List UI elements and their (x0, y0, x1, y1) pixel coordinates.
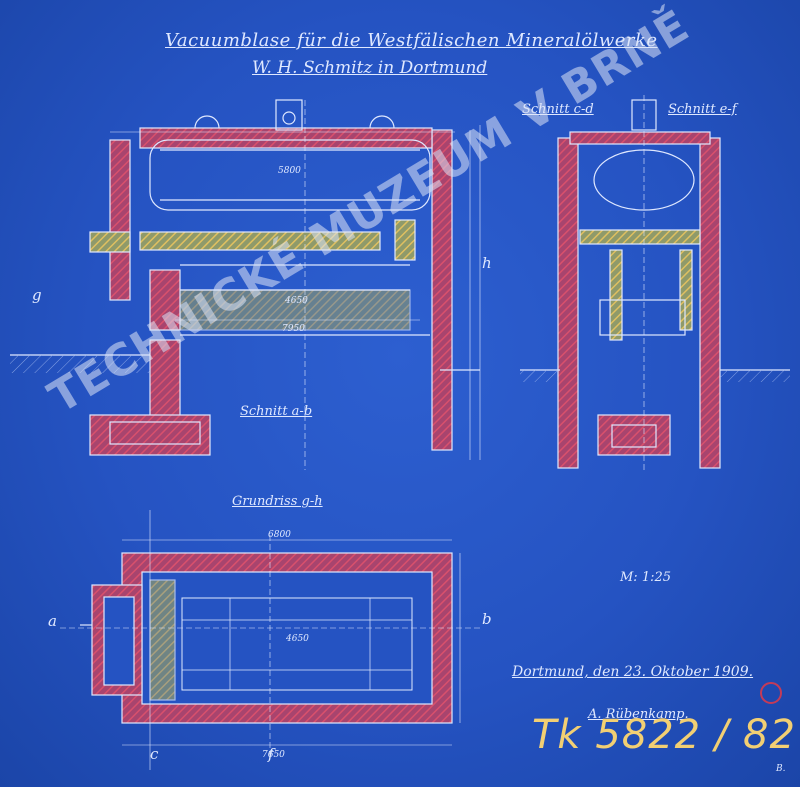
cut-marker-b: b (482, 610, 492, 628)
section-cd-ef-drawing (520, 95, 790, 470)
section-label-ef: Schnitt e-f (668, 102, 737, 117)
scale-label: M: 1:25 (620, 570, 672, 585)
cut-marker-g: g (32, 286, 42, 304)
sheet-mark: B. (776, 764, 786, 774)
dim-plan-total: 7650 (262, 750, 285, 760)
section-ab-drawing (10, 99, 481, 470)
section-label-cd: Schnitt c-d (522, 102, 594, 117)
cut-marker-f: f (268, 745, 274, 763)
section-label-gh: Grundriss g-h (232, 494, 323, 509)
dim-overall: 7950 (282, 324, 305, 334)
stamp-icon (760, 682, 782, 704)
plan-gh-drawing (60, 510, 480, 770)
inventory-number: Tk 5822 / 82 (532, 712, 796, 758)
dim-plan-inner: 4650 (286, 634, 309, 644)
section-label-ab: Schnitt a-b (240, 404, 313, 419)
drawing-title: Vacuumblase für die Westfälischen Minera… (165, 30, 658, 51)
date-line: Dortmund, den 23. Oktober 1909. (512, 664, 754, 680)
cut-marker-a: a (48, 612, 57, 630)
dim-plan-length: 6800 (268, 530, 291, 540)
drawing-subtitle: W. H. Schmitz in Dortmund (252, 58, 488, 78)
cut-marker-h: h (482, 254, 492, 272)
dim-vessel-length: 5800 (278, 166, 301, 176)
cut-marker-c: c (150, 745, 159, 763)
signature: A. Rübenkamp. (588, 707, 689, 722)
dim-firebox: 4650 (285, 296, 308, 306)
